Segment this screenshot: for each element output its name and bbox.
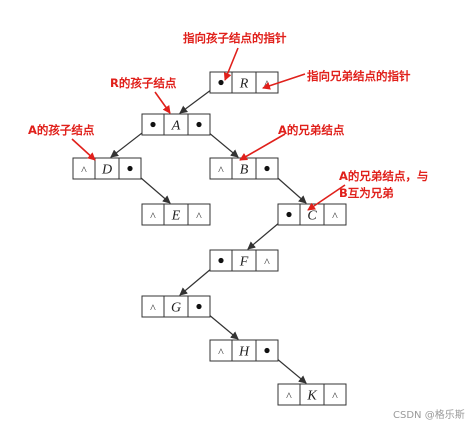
node-f: F^ <box>209 249 279 272</box>
label-child-pointer: 指向孩子结点的指针 <box>183 31 287 45</box>
node-box <box>141 113 211 136</box>
node-g: G^ <box>141 295 211 318</box>
node-box <box>209 249 279 272</box>
node-d: D^ <box>72 157 142 180</box>
label-c-note-line2: B互为兄弟 <box>339 186 394 200</box>
node-label: E <box>171 209 181 224</box>
null-left-pointer: ^ <box>218 163 224 177</box>
pointer-dot-g-sibling <box>196 303 202 310</box>
node-label: F <box>239 255 249 270</box>
null-left-pointer: ^ <box>150 301 156 315</box>
pointer-dot-a-child <box>150 121 156 128</box>
null-right-pointer: ^ <box>196 209 202 223</box>
node-label: B <box>240 163 249 178</box>
pointer-dots <box>127 79 292 354</box>
node-label: C <box>307 209 317 224</box>
node-box <box>277 383 347 406</box>
node-label: R <box>239 77 249 92</box>
nodes-layer: R^AD^B^E^^C^F^G^H^K^^ <box>72 71 347 406</box>
node-h: H^ <box>209 339 279 362</box>
annotation-labels: 指向孩子结点的指针 指向兄弟结点的指针 R的孩子结点 A的孩子结点 A的兄弟结点… <box>28 31 428 200</box>
arrow-a-child <box>71 138 96 161</box>
node-box <box>141 203 211 226</box>
pointer-dot-h-sibling <box>264 347 270 354</box>
arrow-r-child <box>154 91 171 114</box>
label-a-sibling: A的兄弟结点 <box>278 123 345 137</box>
pointer-dot-f-child <box>218 257 224 264</box>
null-left-pointer: ^ <box>81 163 87 177</box>
pointer-dot-d-sibling <box>127 165 133 172</box>
null-right-pointer: ^ <box>332 389 338 403</box>
null-right-pointer: ^ <box>264 255 270 269</box>
node-label: D <box>101 163 112 178</box>
node-box <box>141 295 211 318</box>
null-left-pointer: ^ <box>150 209 156 223</box>
pointer-dot-c-child <box>286 211 292 218</box>
null-left-pointer: ^ <box>218 345 224 359</box>
node-label: G <box>171 301 181 316</box>
arrow-a-sibling <box>239 133 286 161</box>
node-k: K ^ ^ <box>277 383 347 406</box>
null-right-pointer: ^ <box>332 209 338 223</box>
node-label: K <box>306 389 317 404</box>
node-box <box>209 339 279 362</box>
null-right-pointer: ^ <box>264 77 270 91</box>
annotation-arrows <box>71 47 346 211</box>
arrow-child-pointer <box>223 47 239 81</box>
node-b: B^ <box>209 157 279 180</box>
pointer-dot-b-sibling <box>264 165 270 172</box>
watermark: CSDN @格乐斯 <box>393 408 465 421</box>
label-a-child: A的孩子结点 <box>28 123 95 137</box>
node-box <box>72 157 142 180</box>
null-left-pointer: ^ <box>286 389 292 403</box>
pointer-dot-r-child <box>218 79 224 86</box>
node-e: E ^ ^ <box>141 203 211 226</box>
arrow-c-sibling <box>307 184 346 211</box>
label-sibling-pointer: 指向兄弟结点的指针 <box>307 69 411 83</box>
label-r-child: R的孩子结点 <box>110 76 177 90</box>
arrow-sibling-pointer <box>262 73 306 90</box>
pointer-dot-a-sibling <box>196 121 202 128</box>
label-c-note-line1: A的兄弟结点，与 <box>339 169 428 183</box>
node-a: A <box>141 113 211 136</box>
node-label: A <box>171 119 181 134</box>
node-label: H <box>238 345 250 360</box>
